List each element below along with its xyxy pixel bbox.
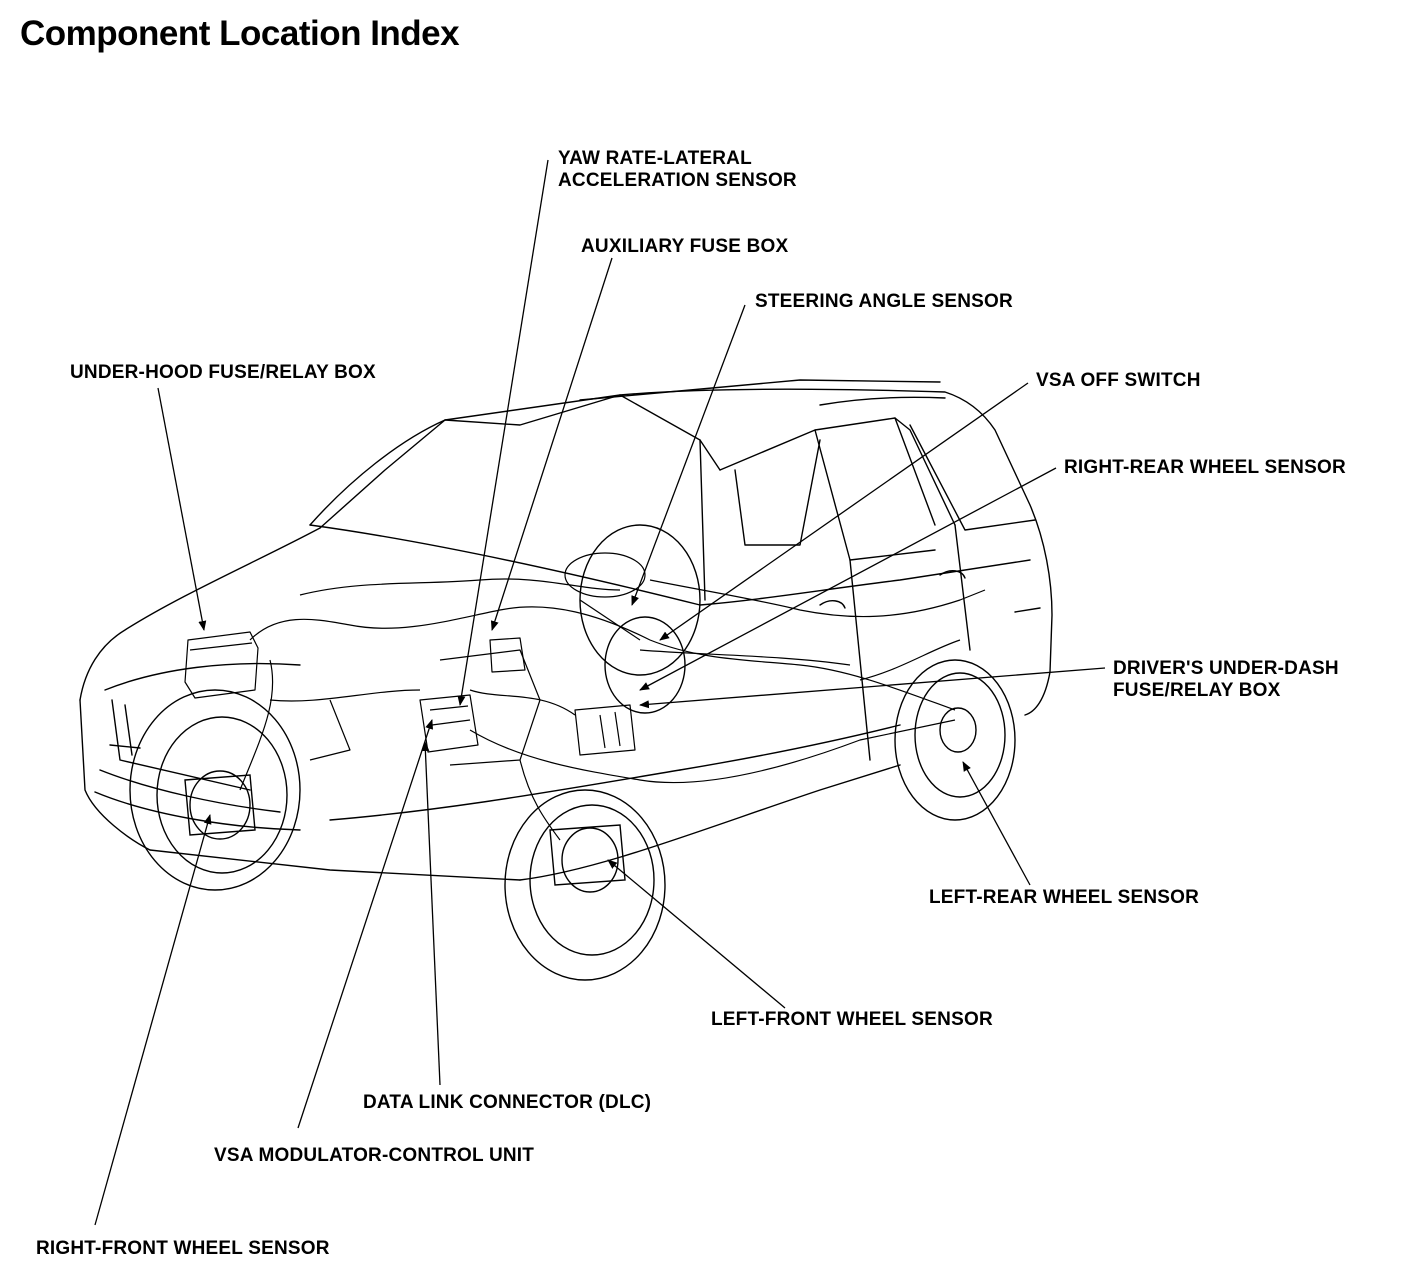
leader-lines	[95, 160, 1105, 1225]
left-front-wheel	[505, 790, 665, 980]
vehicle-body	[80, 380, 1052, 880]
leader-auxiliary-fuse-box	[490, 258, 612, 631]
leader-vsa-off-switch	[659, 383, 1028, 641]
label-vsa-modulator-control-unit: VSA MODULATOR-CONTROL UNIT	[214, 1145, 535, 1166]
label-auxiliary-fuse-box: AUXILIARY FUSE BOX	[581, 236, 789, 257]
leader-under-hood-fuse-box	[158, 388, 207, 631]
label-line: DRIVER'S UNDER-DASH	[1113, 658, 1339, 679]
wiring-harness	[185, 553, 985, 840]
right-front-wheel	[130, 690, 300, 890]
leader-vsa-modulator	[298, 719, 433, 1128]
left-rear-wheel	[895, 660, 1015, 820]
label-line: FUSE/RELAY BOX	[1113, 680, 1281, 701]
page-title: Component Location Index	[20, 14, 460, 53]
label-right-rear-wheel-sensor: RIGHT-REAR WHEEL SENSOR	[1064, 457, 1346, 478]
leader-steering-angle-sensor	[632, 305, 745, 606]
leader-left-rear-wheel-sensor	[963, 761, 1030, 885]
label-yaw-rate-lateral-acceleration-sensor: YAW RATE-LATERAL ACCELERATION SENSOR	[558, 148, 797, 192]
label-left-front-wheel-sensor: LEFT-FRONT WHEEL SENSOR	[711, 1009, 993, 1030]
leader-right-rear-wheel-sensor	[639, 468, 1056, 690]
label-vsa-off-switch: VSA OFF SWITCH	[1036, 370, 1201, 391]
wheels	[130, 525, 1015, 980]
label-line: YAW RATE-LATERAL	[558, 148, 752, 169]
label-left-rear-wheel-sensor: LEFT-REAR WHEEL SENSOR	[929, 887, 1200, 908]
label-right-front-wheel-sensor: RIGHT-FRONT WHEEL SENSOR	[36, 1238, 330, 1259]
label-under-hood-fuse-relay-box: UNDER-HOOD FUSE/RELAY BOX	[70, 362, 376, 383]
leader-drivers-under-dash-fuse-box	[639, 668, 1105, 709]
vsa-modulator-shape	[420, 695, 478, 752]
under-hood-fuse-box-shape	[185, 632, 258, 698]
label-line: ACCELERATION SENSOR	[558, 170, 797, 191]
leader-right-front-wheel-sensor	[95, 814, 212, 1225]
label-steering-angle-sensor: STEERING ANGLE SENSOR	[755, 291, 1013, 312]
leader-data-link-connector	[421, 741, 440, 1085]
leader-left-front-wheel-sensor	[607, 859, 785, 1008]
label-drivers-under-dash-fuse-relay-box: DRIVER'S UNDER-DASH FUSE/RELAY BOX	[1113, 658, 1339, 702]
label-data-link-connector: DATA LINK CONNECTOR (DLC)	[363, 1092, 652, 1113]
leader-yaw-rate-sensor	[457, 160, 548, 706]
